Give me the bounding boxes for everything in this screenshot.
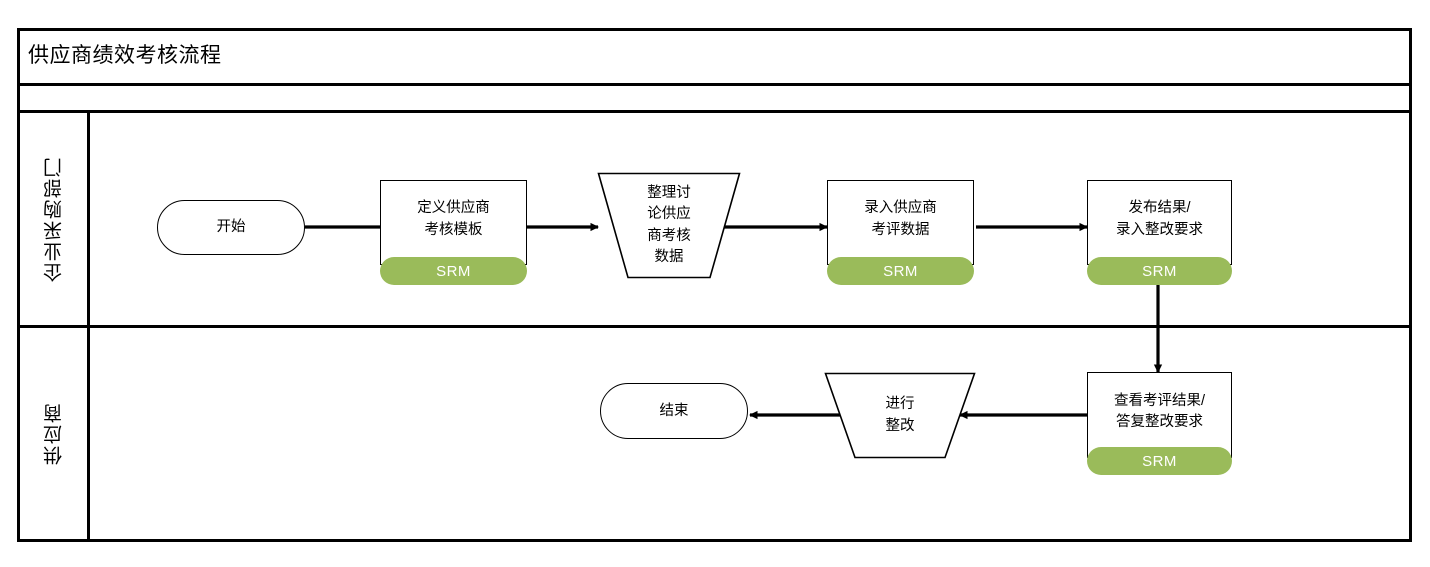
node-enter-evaluation[interactable]: 录入供应商 考评数据 (827, 180, 974, 265)
lane-label-column-divider (87, 110, 90, 542)
srm-badge-label: SRM (1142, 262, 1177, 280)
manual-operation-shape (597, 172, 741, 279)
node-enter-evaluation-label: 录入供应商 考评数据 (864, 200, 937, 238)
srm-badge-enter-evaluation: SRM (827, 257, 974, 285)
node-start-label: 开始 (216, 219, 246, 236)
frame-border-right (1409, 28, 1412, 542)
node-collect-discuss[interactable]: 整理讨 论供应 商考核 数据 (597, 172, 741, 279)
diagram-title-bar: 供应商绩效考核流程 (17, 28, 1412, 83)
srm-badge-define-template: SRM (380, 257, 527, 285)
srm-badge-label: SRM (1142, 452, 1177, 470)
srm-badge-label: SRM (883, 262, 918, 280)
srm-badge-label: SRM (436, 262, 471, 280)
srm-badge-publish-results: SRM (1087, 257, 1232, 285)
node-rectify-label: 进行 整改 (885, 396, 915, 434)
title-bar-divider (17, 83, 1412, 86)
frame-border-bottom (17, 539, 1412, 542)
node-publish-results[interactable]: 发布结果/ 录入整改要求 (1087, 180, 1232, 265)
frame-border-top (17, 28, 1412, 31)
node-define-template-label: 定义供应商 考核模板 (417, 200, 490, 238)
node-rectify[interactable]: 进行 整改 (824, 372, 976, 459)
node-end-label: 结束 (659, 402, 689, 419)
node-view-results-label: 查看考评结果/ 答复整改要求 (1113, 392, 1206, 430)
manual-operation-shape (824, 372, 976, 459)
node-define-template[interactable]: 定义供应商 考核模板 (380, 180, 527, 265)
lane-divider (17, 325, 1412, 328)
header-band-divider (17, 110, 1412, 113)
page-title: 供应商绩效考核流程 (28, 43, 222, 67)
node-view-results[interactable]: 查看考评结果/ 答复整改要求 (1087, 372, 1232, 458)
node-end[interactable]: 结束 (600, 383, 748, 439)
node-publish-results-label: 发布结果/ 录入整改要求 (1116, 200, 1203, 238)
node-start[interactable]: 开始 (157, 200, 305, 255)
srm-badge-view-results: SRM (1087, 447, 1232, 475)
frame-border-left (17, 28, 20, 542)
node-collect-discuss-label: 整理讨 论供应 商考核 数据 (647, 185, 691, 265)
